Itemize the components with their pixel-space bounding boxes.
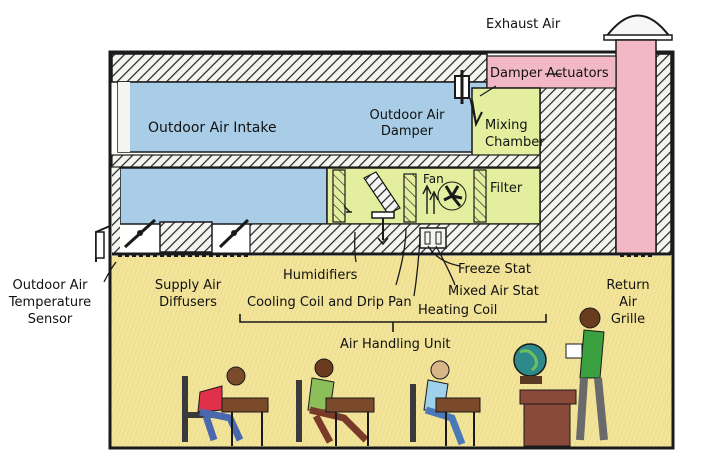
supply-duct xyxy=(120,168,327,224)
label-outdoor-air-temp-sensor-line3: Sensor xyxy=(4,312,96,327)
outdoor-air-temperature-sensor-device xyxy=(96,226,110,262)
label-mixing-chamber-line1: Mixing xyxy=(485,118,528,133)
label-mixed-air-stat: Mixed Air Stat xyxy=(448,284,539,299)
roof-insulation xyxy=(112,54,487,82)
label-damper-actuators: Damper Actuators xyxy=(490,66,609,81)
label-freeze-stat: Freeze Stat xyxy=(458,262,531,277)
label-return-air-grille-line2: Air xyxy=(604,295,652,310)
label-supply-air-diffusers-line2: Diffusers xyxy=(148,295,228,310)
supply-diffuser-box xyxy=(160,222,212,252)
label-mixing-chamber-line2: Chamber xyxy=(485,135,545,150)
label-outdoor-air-temp-sensor-line1: Outdoor Air xyxy=(4,278,96,293)
freeze-stat-device xyxy=(420,228,446,248)
filter-element xyxy=(474,170,486,222)
label-outdoor-air-damper-line1: Outdoor Air xyxy=(366,108,448,123)
label-outdoor-air-intake: Outdoor Air Intake xyxy=(148,121,277,136)
exhaust-dome xyxy=(606,16,670,38)
exhaust-shaft xyxy=(616,40,656,254)
label-supply-air-diffusers-line1: Supply Air xyxy=(148,278,228,293)
label-fan: Fan xyxy=(423,172,444,187)
label-outdoor-air-damper-line2: Damper xyxy=(366,124,448,139)
label-heating-coil: Heating Coil xyxy=(418,303,497,318)
label-cooling-coil-drip-pan: Cooling Coil and Drip Pan xyxy=(247,295,412,310)
label-filter: Filter xyxy=(490,181,522,196)
label-return-air-grille-line3: Grille xyxy=(604,312,652,327)
label-air-handling-unit: Air Handling Unit xyxy=(340,337,451,352)
label-humidifiers: Humidifiers xyxy=(283,268,357,283)
label-return-air-grille-line1: Return xyxy=(604,278,652,293)
cooling-coil xyxy=(333,170,345,222)
label-outdoor-air-temp-sensor-line2: Temperature xyxy=(4,295,96,310)
label-exhaust-air: Exhaust Air xyxy=(486,17,560,32)
ceiling-insulation-right xyxy=(540,84,616,254)
